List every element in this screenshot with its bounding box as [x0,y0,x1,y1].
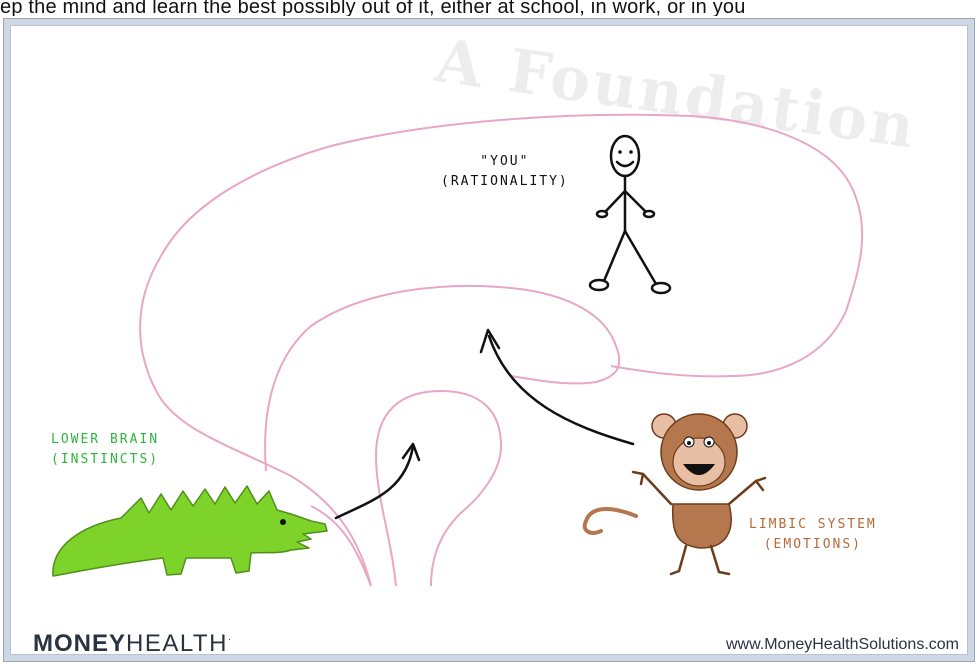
brain-diagram [11,26,968,655]
brand-mark: · [228,634,232,645]
brand-thin: HEALTH [126,630,228,655]
brain-stem [376,391,501,586]
label-limbic-line1: LIMBIC SYSTEM [749,515,877,535]
brand-bold: MONEY [33,630,126,655]
diagram-panel: A Foundation [10,25,968,655]
label-lower-line1: LOWER BRAIN [51,430,159,450]
label-lower-line2: (INSTINCTS) [51,450,159,470]
label-you-line1: "YOU" [441,152,569,172]
label-you-line2: (RATIONALITY) [441,172,569,192]
top-caption-text: ep the mind and learn the best possibly … [0,0,977,16]
brand-logo: MONEYHEALTH· [33,630,232,655]
stick-figure [590,136,670,293]
site-url: www.MoneyHealthSolutions.com [726,636,959,654]
brain-middle-arch [265,286,619,471]
crocodile [53,486,327,576]
label-limbic-system: LIMBIC SYSTEM (EMOTIONS) [749,515,877,555]
label-lower-brain: LOWER BRAIN (INSTINCTS) [51,430,159,470]
arrow-monkey-to-you [481,330,633,444]
image-frame: A Foundation [3,18,975,662]
label-you: "YOU" (RATIONALITY) [441,152,569,192]
brain-stem-left [311,506,371,586]
label-limbic-line2: (EMOTIONS) [749,535,877,555]
